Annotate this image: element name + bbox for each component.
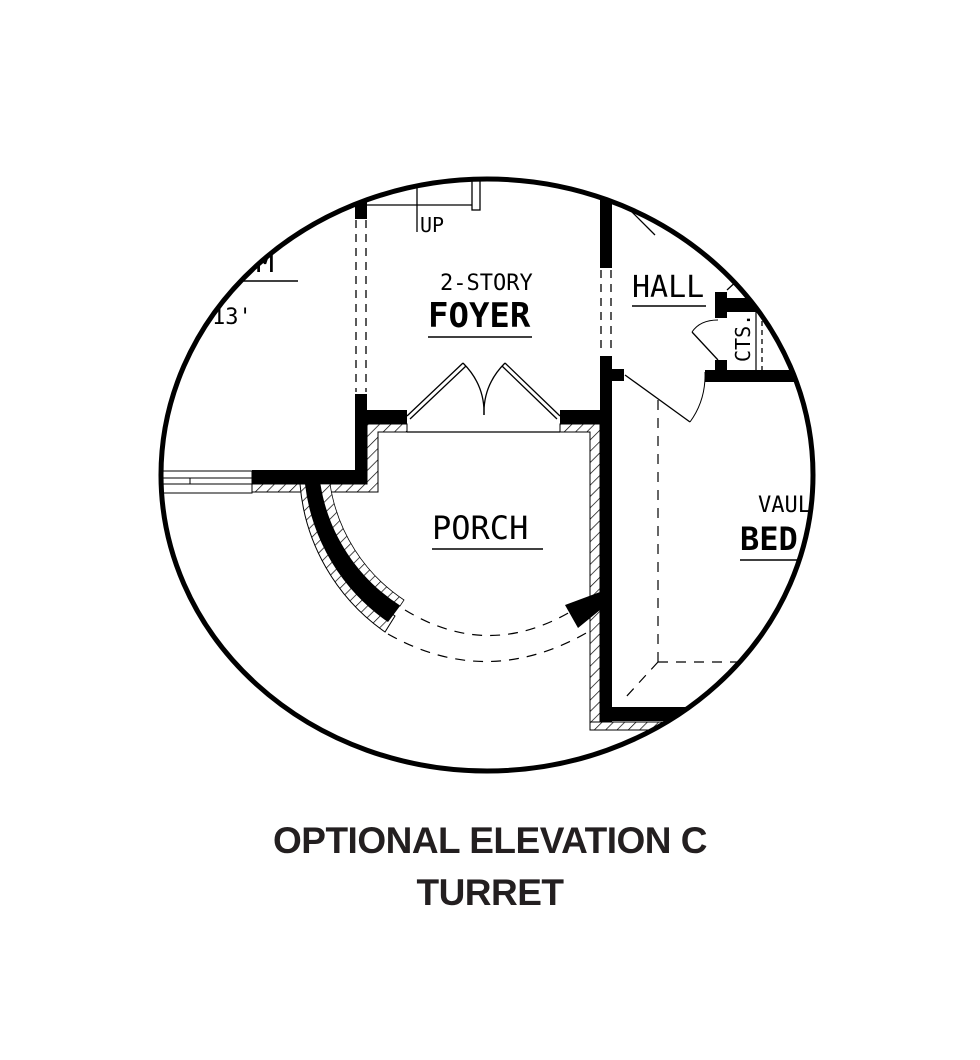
foyer-left-wall: [251, 195, 408, 493]
vaulted-ceiling-lines: [624, 400, 740, 699]
detail-circle-border: [158, 176, 816, 774]
caption-subtitle: TURRET: [416, 872, 564, 913]
vaulted-label-partial: VAUL: [758, 493, 811, 518]
foyer-label: FOYER: [428, 296, 531, 336]
foyer-right-wall: [559, 195, 701, 731]
window: [161, 470, 253, 494]
entry-double-door: [406, 362, 561, 420]
bedroom-label-partial: BED: [740, 520, 798, 558]
turret-arc-wall: [299, 483, 600, 663]
hall-label: HALL: [632, 270, 704, 305]
porch-label: PORCH: [432, 509, 528, 547]
closet-label: CTS.: [731, 314, 755, 362]
caption-title: OPTIONAL ELEVATION C: [272, 820, 708, 861]
closet: [624, 204, 807, 423]
stairs-up-label: UP: [420, 213, 444, 237]
foyer-sub-label: 2-STORY: [440, 271, 533, 296]
